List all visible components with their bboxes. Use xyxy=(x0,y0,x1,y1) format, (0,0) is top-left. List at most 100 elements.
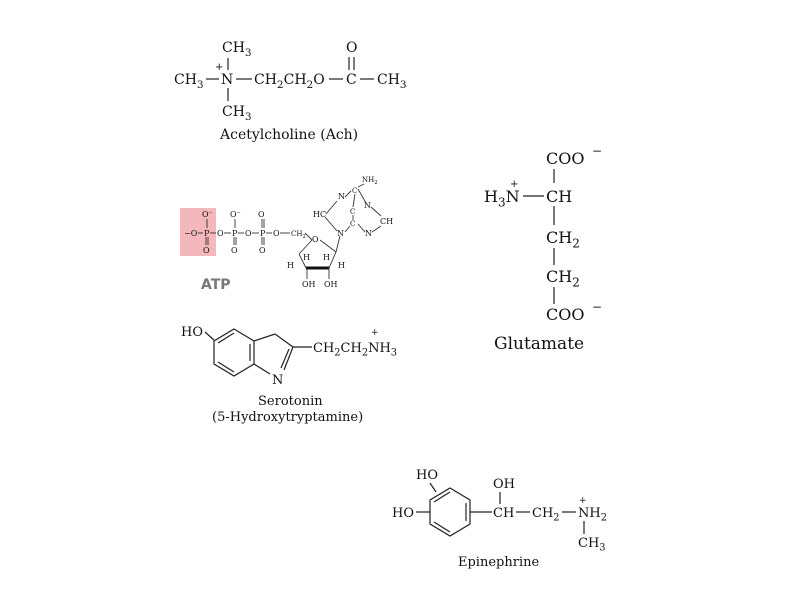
atp-ring-bond xyxy=(319,239,337,253)
epi-bond xyxy=(429,482,437,493)
ser-ho: HO xyxy=(181,325,203,340)
atp-o-link3: O xyxy=(273,229,280,238)
atp-structure: −O P P P O⁻ O⁻ O O O O O O O CH2 O xyxy=(180,176,393,293)
atp-c2: C xyxy=(350,208,355,216)
epi-name-label: Epinephrine xyxy=(458,555,539,570)
serotonin-structure: HO N CH2CH2NH3 + Serotonin (5-Hydroxytry… xyxy=(181,325,397,425)
glu-coo-bottom: COO xyxy=(546,305,584,324)
epi-ch3: CH3 xyxy=(578,536,606,554)
atp-o-top2: O⁻ xyxy=(230,210,241,219)
ach-n: N xyxy=(221,72,233,88)
atp-c3: C xyxy=(350,220,355,228)
ser-pyrrole-bond xyxy=(283,346,294,371)
epi-ch: CH xyxy=(493,506,514,521)
atp-h2: H xyxy=(303,253,310,262)
atp-purine-bond xyxy=(344,190,352,198)
glu-h3n: H3N xyxy=(484,187,520,210)
atp-ring-bond xyxy=(298,239,313,255)
acetylcholine-structure: CH3 + CH3 N CH2CH2O O C CH3 CH3 Acetylch… xyxy=(174,40,407,143)
ser-benzene-ring xyxy=(213,328,255,377)
atp-oh2: OH xyxy=(324,280,338,289)
atp-purine-bond xyxy=(344,225,351,233)
atp-oh1: OH xyxy=(302,280,316,289)
ach-c: C xyxy=(346,72,357,88)
atp-h1: H xyxy=(287,261,294,270)
atp-o-bot3: O xyxy=(259,246,266,255)
glu-coo-bottom-charge: − xyxy=(592,300,602,314)
ser-n: N xyxy=(272,373,283,388)
epi-aromatic-inner xyxy=(433,521,451,533)
ach-n-charge: + xyxy=(215,62,223,73)
atp-p1: P xyxy=(204,229,210,238)
atp-o-bot1: O xyxy=(203,246,210,255)
atp-purine-bond xyxy=(325,200,338,215)
atp-ch: CH xyxy=(380,217,393,226)
ach-ch3-right: CH3 xyxy=(377,72,407,91)
atp-ring-o: O xyxy=(312,235,319,244)
glu-name-label: Glutamate xyxy=(494,334,584,354)
ser-pyrrole-bond xyxy=(274,333,294,348)
atp-p3: P xyxy=(260,229,266,238)
epi-ch2: CH2 xyxy=(532,506,560,524)
epi-ho-left: HO xyxy=(392,506,414,521)
ser-aromatic-inner xyxy=(217,332,235,344)
ser-pyrrole-inner xyxy=(280,348,290,369)
atp-o-top1: O⁻ xyxy=(202,210,213,219)
atp-glycosidic-bond xyxy=(335,235,341,253)
atp-purine-bond xyxy=(357,188,367,204)
ser-subname-label: (5-Hydroxytryptamine) xyxy=(212,410,363,425)
atp-bond xyxy=(304,232,313,241)
atp-purine-bond xyxy=(371,225,382,233)
glu-n-charge: + xyxy=(510,179,518,190)
glu-ch: CH xyxy=(546,187,572,206)
atp-n4: N xyxy=(365,229,372,238)
atp-gamma-phosphate-highlight xyxy=(180,208,216,256)
glu-ch2-b: CH2 xyxy=(546,267,580,290)
ach-carbonyl-o: O xyxy=(346,40,357,56)
ser-pyrrole-bond xyxy=(253,363,271,375)
atp-ring-bond xyxy=(328,251,337,269)
ach-ch3-top: CH3 xyxy=(222,40,252,59)
glu-coo-top-charge: − xyxy=(592,144,602,158)
atp-purine-bond xyxy=(357,223,366,233)
glu-ch2-a: CH2 xyxy=(546,228,580,251)
atp-purine-bond xyxy=(352,193,356,208)
ser-charge: + xyxy=(371,328,379,338)
epi-benzene-ring xyxy=(429,487,471,537)
ser-pyrrole-bond xyxy=(253,333,276,342)
atp-nh2: NH2 xyxy=(362,176,378,186)
ser-aromatic-inner xyxy=(217,361,235,373)
ser-bond xyxy=(204,331,215,341)
atp-n2: N xyxy=(338,192,345,201)
atp-ch2: CH2 xyxy=(291,230,306,240)
epinephrine-structure: HO HO OH CH CH2 NH2 + CH3 Epinephrine xyxy=(392,468,607,570)
atp-hc: HC xyxy=(313,210,326,219)
atp-o-top3: O xyxy=(258,210,265,219)
atp-n1: N xyxy=(337,229,344,238)
epi-oh: OH xyxy=(493,477,515,492)
atp-p2: P xyxy=(232,229,238,238)
atp-h3: H xyxy=(323,253,330,262)
glutamate-structure: COO − H3N + CH CH2 CH2 COO − Glutamate xyxy=(484,144,602,354)
ach-ch3-left: CH3 xyxy=(174,72,204,91)
epi-ho-top: HO xyxy=(416,468,438,483)
atp-n3: N xyxy=(364,201,371,210)
atp-purine-bond xyxy=(324,216,338,232)
atp-ring-bond xyxy=(298,253,307,269)
atp-name-label: ATP xyxy=(201,277,231,293)
atp-c1: C xyxy=(352,187,357,195)
atp-o-link2: O xyxy=(245,229,252,238)
epi-nh2: NH2 xyxy=(578,506,607,524)
epi-charge: + xyxy=(579,496,587,506)
atp-o-bot2: O xyxy=(231,246,238,255)
ser-name-label: Serotonin xyxy=(258,394,323,409)
atp-o-link1: O xyxy=(217,229,224,238)
ach-ch3-bottom: CH3 xyxy=(222,104,252,123)
atp-h4: H xyxy=(338,261,345,270)
ser-chain: CH2CH2NH3 xyxy=(313,341,397,359)
atp-purine-bond xyxy=(357,183,365,188)
ach-name-label: Acetylcholine (Ach) xyxy=(219,127,358,143)
glu-coo-top: COO xyxy=(546,149,584,168)
epi-aromatic-inner xyxy=(433,491,451,503)
